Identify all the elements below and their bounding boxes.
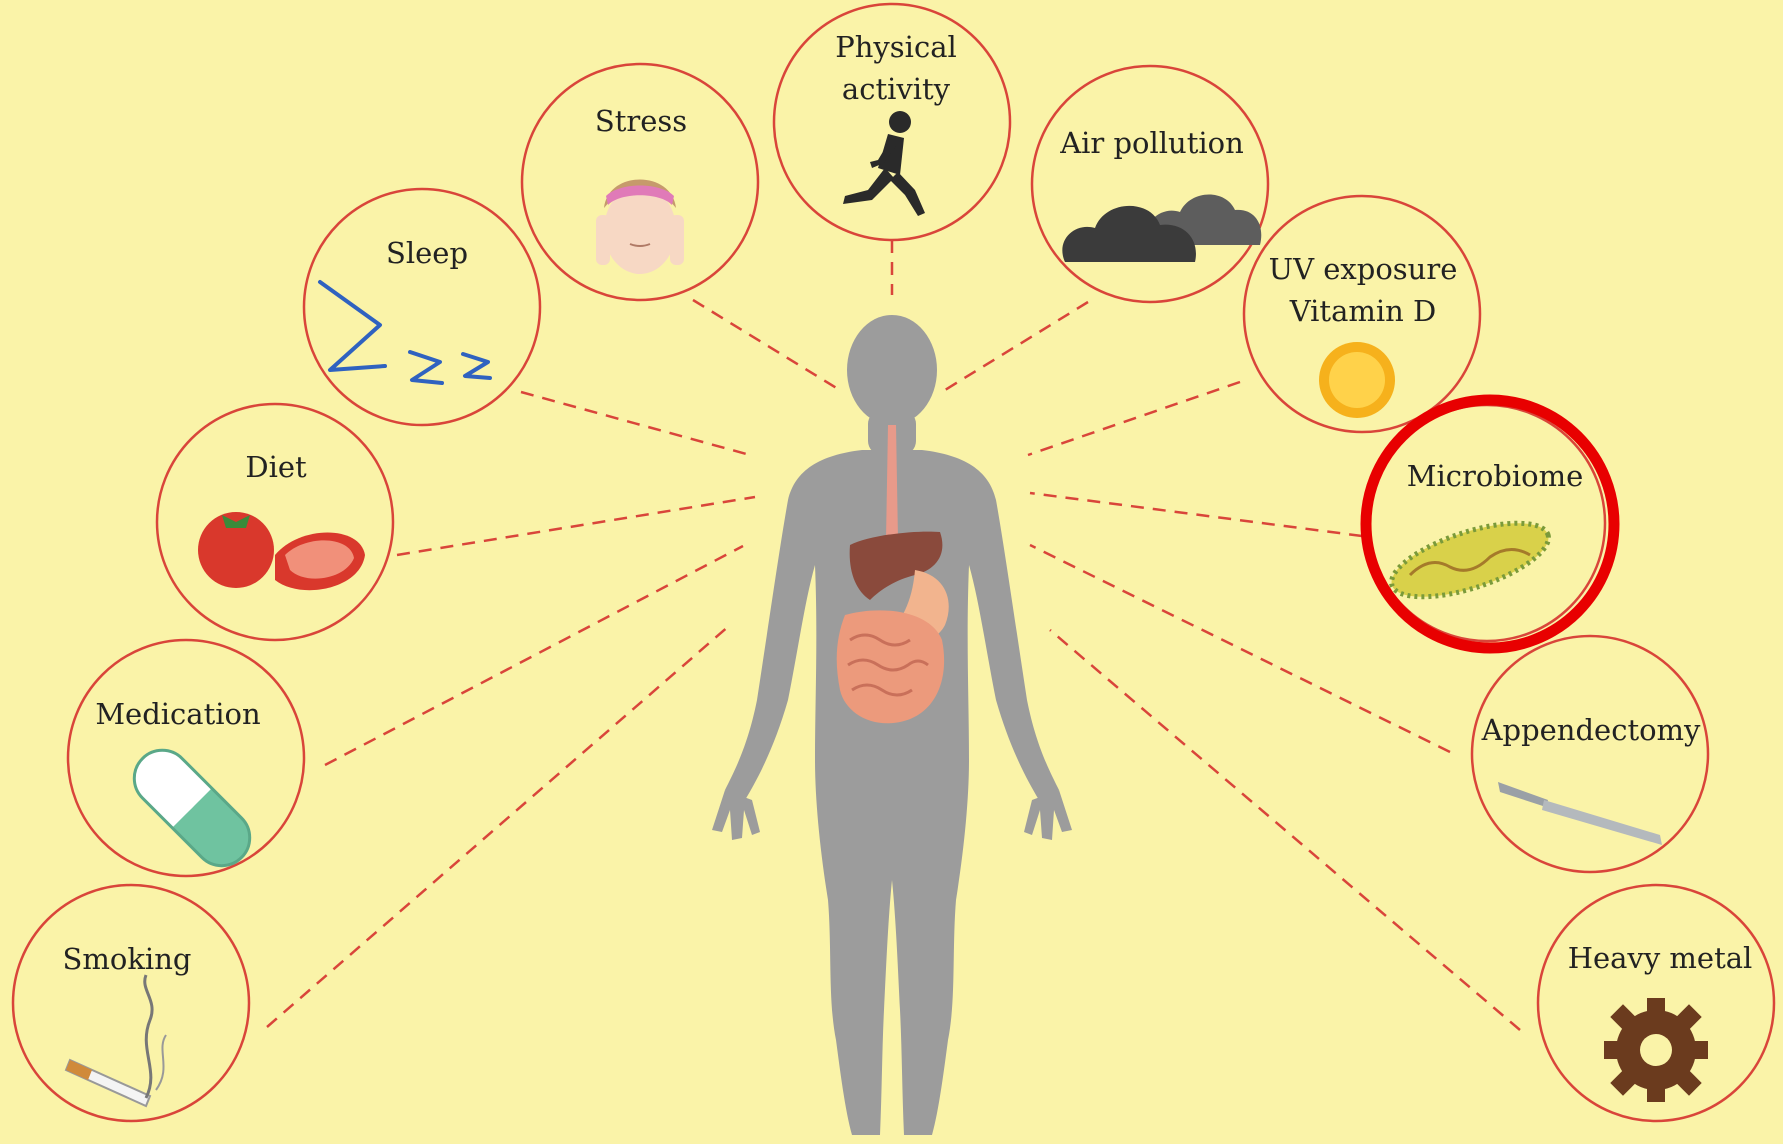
circle-sleep	[304, 189, 540, 425]
connector-smoking	[267, 625, 730, 1027]
cloud-icon	[1062, 194, 1261, 262]
connector-uv	[1028, 382, 1240, 455]
label-sleep: Sleep	[386, 232, 468, 274]
label-microbiome: Microbiome	[1407, 455, 1584, 497]
label-smoking: Smoking	[63, 938, 192, 980]
scalpel-icon	[1498, 782, 1662, 845]
label-air-pollution: Air pollution	[1060, 122, 1244, 164]
label-uv-line2: Vitamin D	[1269, 290, 1458, 332]
label-stress: Stress	[595, 100, 687, 142]
connector-diet	[397, 497, 755, 555]
label-physical-activity-line1: Physical	[835, 26, 957, 68]
label-appendectomy: Appendectomy	[1482, 709, 1701, 751]
sleep-zzz-icon	[320, 282, 490, 383]
intestines	[837, 610, 944, 723]
label-uv: UV exposure Vitamin D	[1269, 248, 1458, 332]
tomato-icon	[198, 512, 365, 590]
pill-icon	[123, 739, 262, 878]
label-physical-activity-line2: activity	[835, 68, 957, 110]
label-diet: Diet	[245, 446, 306, 488]
circle-air-pollution	[1032, 66, 1268, 302]
gear-icon	[1604, 998, 1708, 1102]
microbiome-highlight-ring	[1366, 400, 1614, 648]
circle-diet	[157, 404, 393, 640]
label-medication: Medication	[95, 693, 260, 735]
stressed-person-icon	[596, 180, 684, 275]
circle-smoking	[13, 885, 249, 1121]
label-physical-activity: Physical activity	[835, 26, 957, 110]
connector-stress	[693, 300, 843, 392]
connector-heavy-metal	[1050, 630, 1520, 1030]
sun-icon	[1319, 342, 1395, 418]
connector-air-pollution	[945, 302, 1088, 390]
label-heavy-metal: Heavy metal	[1568, 937, 1753, 979]
label-uv-line1: UV exposure	[1269, 248, 1458, 290]
esophagus	[886, 425, 898, 540]
connector-sleep	[521, 392, 750, 455]
circle-appendectomy	[1472, 636, 1708, 872]
connector-microbiome	[1030, 493, 1362, 536]
connector-appendectomy	[1030, 545, 1450, 752]
connector-medication	[325, 546, 743, 765]
cigarette-icon	[66, 975, 166, 1106]
runner-icon	[843, 111, 925, 216]
microbe-icon	[1383, 508, 1556, 612]
